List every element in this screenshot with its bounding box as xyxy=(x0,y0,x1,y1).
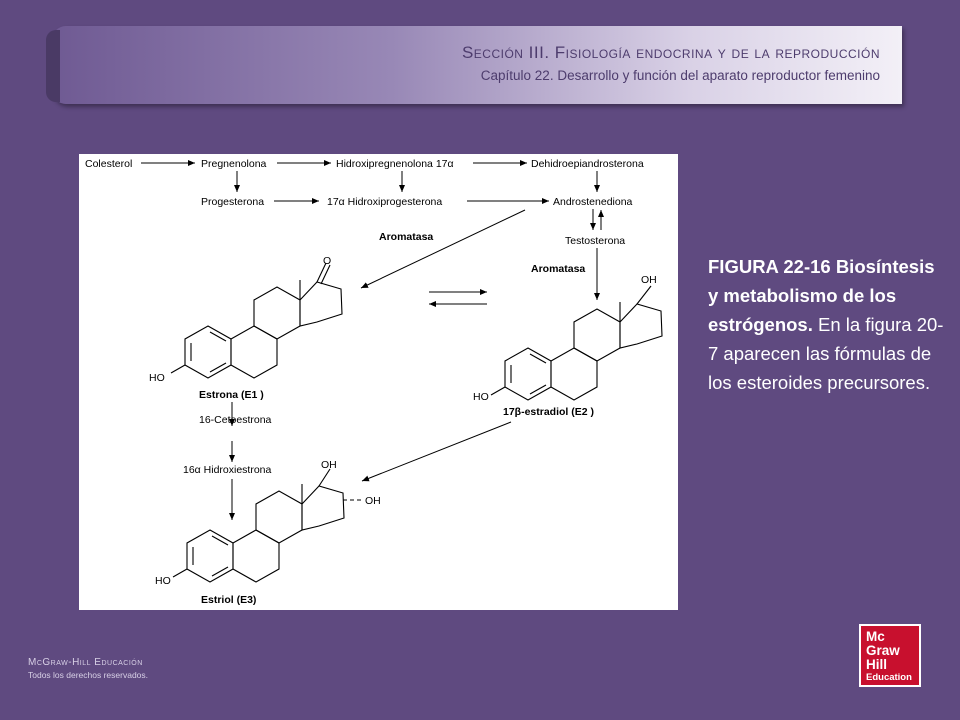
header-band: Sección III. Fisiología endocrina y de l… xyxy=(46,26,902,104)
label-oh-estradiol: OH xyxy=(641,274,657,286)
label-aromatasa-1: Aromatasa xyxy=(379,231,433,243)
caption-title: FIGURA 22-16 Biosíntesis y metabolismo d… xyxy=(708,256,935,335)
label-ho-estriol: HO xyxy=(155,575,171,587)
label-progesterona: Progesterona xyxy=(201,196,264,208)
label-androstenediona: Androstenediona xyxy=(553,196,633,208)
label-colesterol: Colesterol xyxy=(85,158,132,170)
label-hidroxiprogesterona: 17α Hidroxiprogesterona xyxy=(327,196,442,208)
label-estradiol: 17β-estradiol (E2 ) xyxy=(503,406,594,418)
label-pregnenolona: Pregnenolona xyxy=(201,158,267,170)
logo-line-1: Mc xyxy=(866,629,885,644)
estrogen-pathway-diagram: Colesterol Pregnenolona Hidroxipregnenol… xyxy=(85,158,663,606)
label-cetoestrona: 16-Cetoestrona xyxy=(199,414,272,426)
logo-line-2: Graw xyxy=(866,643,900,658)
label-ho-estradiol: HO xyxy=(473,391,489,403)
arrow-estradiol-estriol xyxy=(361,421,512,482)
label-aromatasa-2: Aromatasa xyxy=(531,263,585,275)
label-estriol: Estriol (E3) xyxy=(201,594,256,606)
label-oh-estriol-16: OH xyxy=(365,495,381,507)
figure-panel: Colesterol Pregnenolona Hidroxipregnenol… xyxy=(79,154,678,610)
label-testosterona: Testosterona xyxy=(565,235,625,247)
logo-line-3: Hill xyxy=(866,657,888,672)
figure-caption: FIGURA 22-16 Biosíntesis y metabolismo d… xyxy=(708,252,948,397)
label-dhea: Dehidroepiandrosterona xyxy=(531,158,644,170)
caption-body: En la figura 20-7 aparecen las fórmulas … xyxy=(708,314,944,393)
footer-rights: Todos los derechos reservados. xyxy=(28,670,149,680)
label-estrona: Estrona (E1 ) xyxy=(199,389,264,401)
label-hidroxiestrona: 16α Hidroxiestrona xyxy=(183,464,272,476)
label-oh-estriol-17: OH xyxy=(321,459,337,471)
estrona-structure xyxy=(170,262,343,379)
arrow-androstenediona-estrona xyxy=(360,209,526,289)
label-o: O xyxy=(323,255,331,267)
estradiol-structure xyxy=(490,285,663,401)
estriol-structure xyxy=(172,468,361,583)
section-title: Sección III. Fisiología endocrina y de l… xyxy=(461,43,880,62)
label-hidroxipregnenolona: Hidroxipregnenolona 17α xyxy=(336,158,454,170)
label-ho-estrona: HO xyxy=(149,372,165,384)
footer-brand: McGraw-Hill Educación xyxy=(28,657,143,668)
footer: McGraw-Hill Educación Todos los derechos… xyxy=(28,657,148,680)
logo-line-4: Education xyxy=(866,672,912,683)
chapter-title: Capítulo 22. Desarrollo y función del ap… xyxy=(480,68,880,83)
mcgraw-hill-logo: Mc Graw Hill Education xyxy=(859,624,921,687)
